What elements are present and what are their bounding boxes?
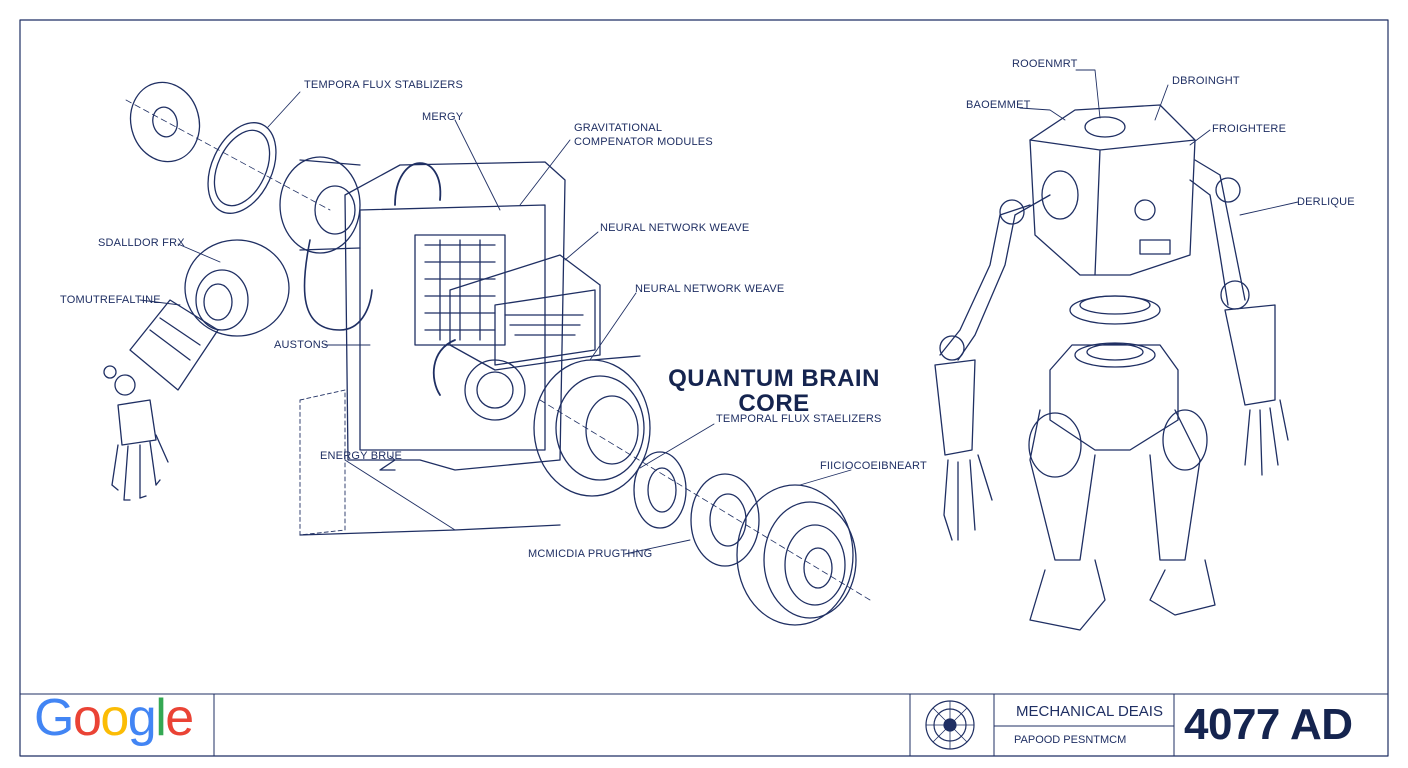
- logo-letter-l: l: [155, 689, 167, 747]
- callout-froightere: FROIGHTERE: [1212, 123, 1287, 135]
- central-core-block: [299, 161, 601, 536]
- callout-tomu: TOMUTREFALTINE: [60, 294, 161, 306]
- callout-energy-brue: ENERGY BRUE: [320, 450, 403, 462]
- title-block-dept: MECHANICAL DEAIS: [1016, 703, 1163, 720]
- callout-gravitational-1: GRAVITATIONAL: [574, 122, 663, 134]
- logo-letter-g2: g: [127, 689, 157, 747]
- gear-emblem-icon: [925, 700, 975, 750]
- callout-derlique: DERLIQUE: [1297, 196, 1355, 208]
- callout-austons: AUSTONS: [274, 339, 329, 351]
- callout-mcmedia: MCMICDIA PRUGTHNG: [528, 548, 653, 560]
- exploded-wheels: [533, 355, 871, 626]
- title-block: [213, 693, 1175, 757]
- google-logo: Google: [34, 688, 194, 748]
- robot-figure: [934, 104, 1289, 631]
- logo-letter-o2: o: [100, 689, 129, 747]
- callout-roadmart: ROOENMRT: [1012, 58, 1078, 70]
- logo-letter-o1: o: [72, 689, 102, 747]
- callout-ficiocoer: FIICIOCOEIBNEART: [820, 460, 927, 472]
- callout-mergy: MERGY: [422, 111, 464, 123]
- callout-gravitational-2: COMPENATOR MODULES: [574, 136, 713, 148]
- leader-lines: [139, 69, 1299, 555]
- left-arm-assembly: [103, 81, 373, 501]
- title-block-sub: PAPOOD PESNTMCM: [1014, 734, 1127, 746]
- title-block-year: 4077 AD: [1184, 700, 1353, 749]
- logo-letter-g1: G: [34, 689, 74, 747]
- diagram-title-line-1: QUANTUM BRAIN: [668, 365, 880, 392]
- callout-sdalldor: SDALLDOR FRX: [98, 237, 185, 249]
- callout-temporal-flux-mid: TEMPORAL FLUX STAELIZERS: [716, 413, 882, 425]
- callout-neural-weave-2: NEURAL NETWORK WEAVE: [635, 283, 785, 295]
- diagram-title-line-2: CORE: [738, 390, 810, 417]
- logo-letter-e: e: [165, 689, 194, 747]
- callout-temporal-flux-top: TEMPORA FLUX STABLIZERS: [304, 79, 464, 91]
- callout-dbgloight: DBROINGHT: [1172, 75, 1240, 87]
- callout-neural-weave-1: NEURAL NETWORK WEAVE: [600, 222, 750, 234]
- diagram-title: QUANTUM BRAIN CORE: [664, 366, 884, 416]
- callout-baonemet: BAOEMMET: [966, 99, 1031, 111]
